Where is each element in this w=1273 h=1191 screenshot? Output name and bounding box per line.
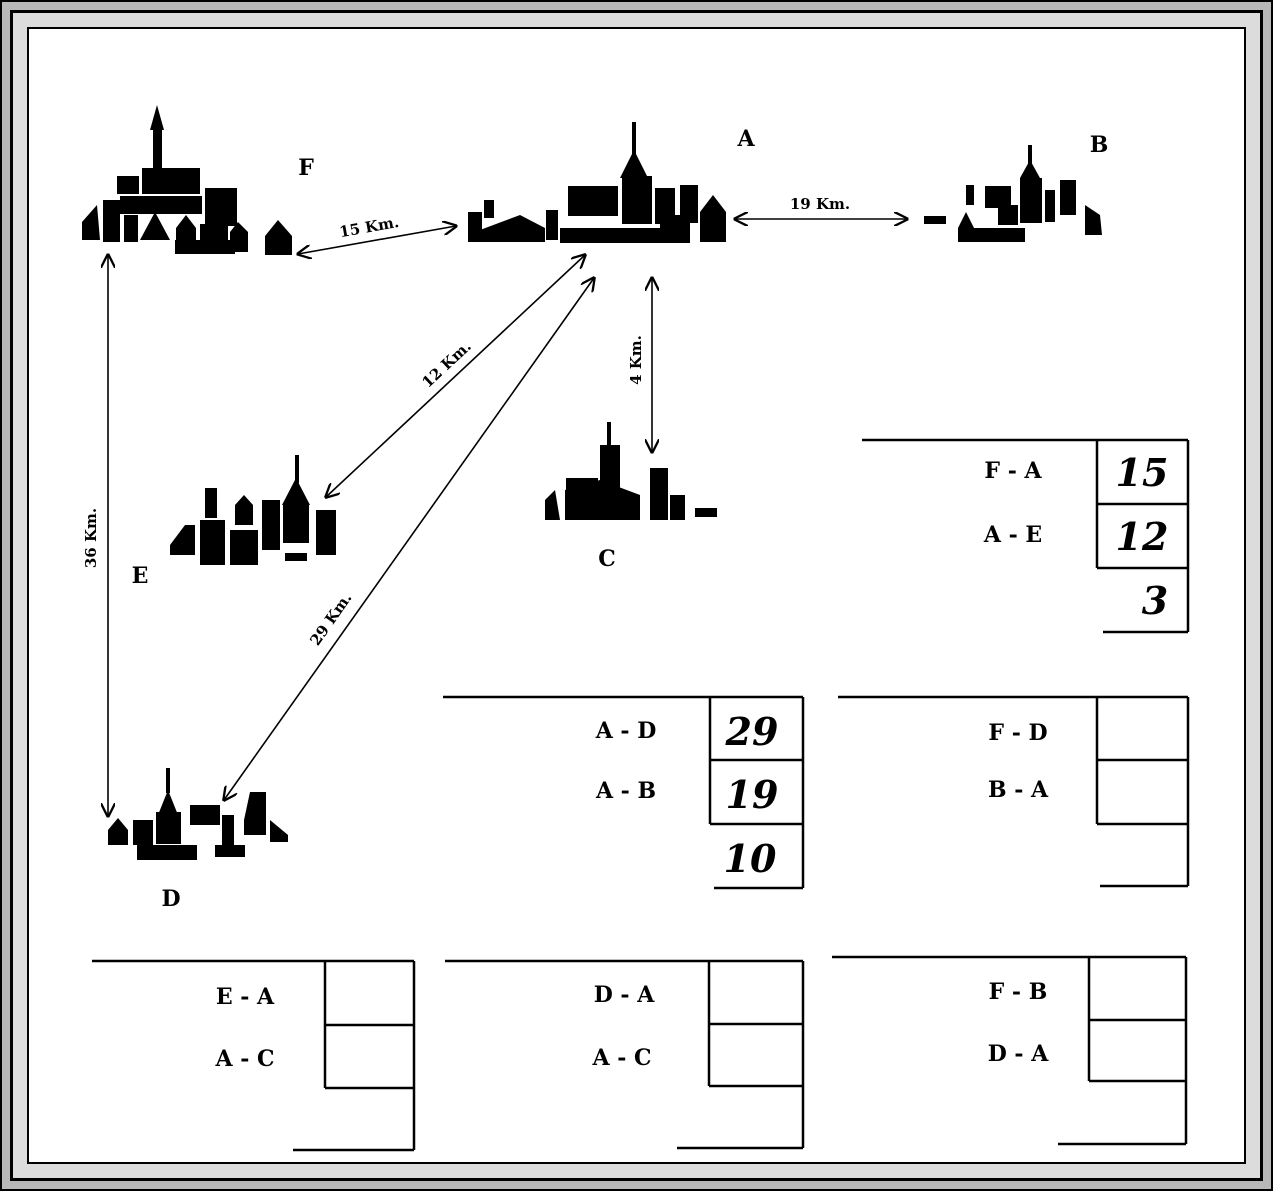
exercise-4-pair-1: E - A	[216, 984, 275, 1010]
town-label-b: B	[1090, 132, 1109, 158]
exercise-2-value-2[interactable]: 19	[726, 772, 779, 817]
exercise-3-pair-2: B - A	[988, 777, 1049, 803]
town-d-silhouette-icon	[108, 768, 288, 860]
distance-f-d-label: 36 Km.	[82, 508, 100, 568]
distance-a-b-label: 19 Km.	[790, 195, 850, 213]
exercise-box-3: F - D B - A	[838, 697, 1188, 886]
exercise-6-pair-1: F - B	[989, 979, 1048, 1005]
exercise-6-pair-2: D - A	[988, 1041, 1050, 1067]
town-c-silhouette-icon	[545, 422, 717, 520]
route-a-e-arrow	[326, 255, 585, 497]
town-e-silhouette-icon	[170, 455, 336, 565]
exercise-box-1: F - A A - E 15 12 3	[862, 440, 1188, 632]
town-label-a: A	[736, 126, 755, 152]
exercise-1-pair-2: A - E	[983, 522, 1042, 548]
exercise-4-pair-2: A - C	[214, 1046, 274, 1072]
exercise-5-pair-2: A - C	[591, 1045, 651, 1071]
exercise-2-result[interactable]: 10	[724, 836, 777, 881]
exercise-2-value-1[interactable]: 29	[725, 709, 779, 754]
exercise-1-result[interactable]: 3	[1142, 578, 1168, 623]
exercise-1-value-2[interactable]: 12	[1116, 514, 1169, 559]
exercise-box-2: A - D A - B 29 19 10	[443, 697, 803, 888]
town-label-e: E	[132, 563, 149, 589]
exercise-2-pair-1: A - D	[595, 718, 657, 744]
exercise-5-pair-1: D - A	[594, 982, 656, 1008]
exercise-1-value-1[interactable]: 15	[1116, 450, 1169, 495]
exercise-2-pair-2: A - B	[595, 778, 656, 804]
town-label-f: F	[298, 155, 314, 181]
town-f-silhouette-icon	[82, 105, 292, 255]
exercise-3-pair-1: F - D	[988, 720, 1047, 746]
exercise-box-5: D - A A - C	[445, 961, 803, 1148]
town-label-c: C	[598, 546, 616, 572]
exercise-box-4: E - A A - C	[92, 961, 414, 1150]
town-a-silhouette-icon	[468, 122, 726, 243]
town-b-silhouette-icon	[924, 145, 1102, 242]
distance-a-c-label: 4 Km.	[627, 335, 645, 385]
exercise-1-pair-1: F - A	[984, 458, 1042, 484]
exercise-box-6: F - B D - A	[832, 957, 1186, 1144]
distance-a-d-label: 29 Km.	[306, 589, 355, 649]
town-label-d: D	[161, 886, 180, 912]
